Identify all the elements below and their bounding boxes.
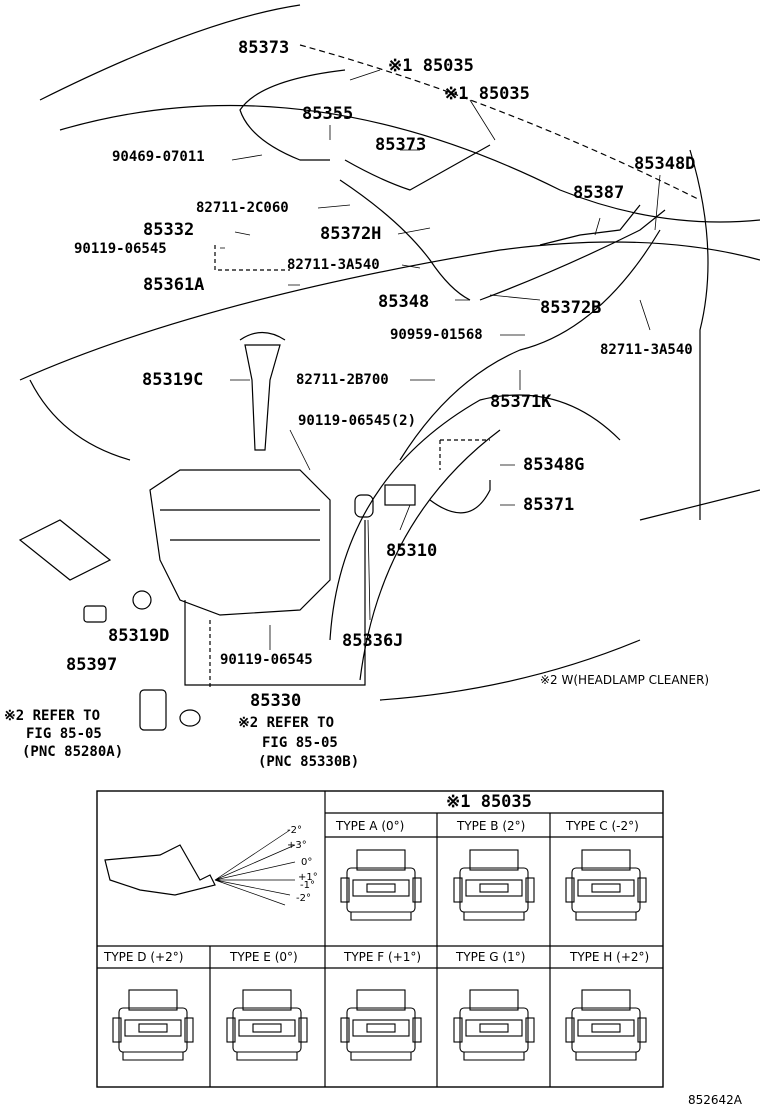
spray-fan [214, 829, 296, 906]
label-85372B: 85372B [540, 298, 602, 318]
wheel-arch-outer [379, 639, 641, 701]
washer-pump [384, 484, 416, 506]
front-line [689, 149, 709, 520]
label-90469-07011: 90469-07011 [112, 149, 205, 165]
grommet [354, 494, 374, 518]
hood-dash-line [299, 44, 701, 201]
filler-neck [244, 344, 281, 451]
label-82711-2C060: 82711-2C060 [196, 200, 289, 216]
nozzle-type-e-icon [226, 989, 308, 1061]
note3-headlamp-cleaner: ※2 W(HEADLAMP CLEANER) [540, 673, 710, 687]
hose-85373-lower [344, 144, 491, 191]
label-85336J: 85336J [342, 631, 404, 651]
pump-85280a [139, 689, 167, 731]
label-85371: 85371 [523, 495, 575, 515]
label-85332: 85332 [143, 220, 195, 240]
fender-line-2 [19, 241, 760, 381]
table-header: ※1 85035 [446, 792, 532, 812]
nozzle-type-a-icon [340, 849, 422, 921]
label-85035-b: ※1 85035 [444, 84, 530, 104]
angle-neg2-bottom: -2° [296, 893, 311, 904]
hose-85387 [539, 204, 641, 246]
angle-pos1: +1° [298, 872, 318, 883]
type-b-label: TYPE B (2°) [457, 819, 526, 833]
type-c-label: TYPE C (-2°) [566, 819, 639, 833]
label-85373-mid: 85373 [375, 135, 427, 155]
washer-tank-inner [160, 509, 320, 541]
label-82711-2B700: 82711-2B700 [296, 372, 389, 388]
footer-code: 852642A [688, 1093, 743, 1107]
nozzle-type-g-icon [453, 989, 535, 1061]
left-body-line [29, 379, 131, 461]
angle-zero: 0° [301, 857, 313, 868]
nozzle-type-c-icon [565, 849, 647, 921]
nozzle-type-d-icon [112, 989, 194, 1061]
nozzle-type-h-icon [565, 989, 647, 1061]
label-85348D: 85348D [634, 154, 696, 174]
label-85355: 85355 [302, 104, 354, 124]
label-85371K: 85371K [490, 392, 552, 412]
label-85372H: 85372H [320, 224, 382, 244]
label-90959-01568: 90959-01568 [390, 327, 483, 343]
wheel-arch [329, 394, 621, 641]
note1-line2: FIG 85-05 [26, 726, 102, 742]
nozzle-sketch [104, 844, 216, 896]
level-sensor [83, 605, 107, 623]
type-e-label: TYPE E (0°) [230, 950, 298, 964]
filler-cap [239, 331, 286, 341]
hose-85373-upper [239, 69, 346, 161]
type-f-label: TYPE F (+1°) [344, 950, 422, 964]
leaders [220, 69, 661, 650]
label-85330: 85330 [250, 691, 302, 711]
hood-outline [39, 4, 301, 101]
label-82711-3A540-b: 82711-3A540 [600, 342, 693, 358]
type-g-label: TYPE G (1°) [456, 950, 526, 964]
hose-85372b [479, 209, 666, 301]
grommet-85319d [132, 590, 152, 610]
nozzle-type-f-icon [340, 989, 422, 1061]
label-85319D: 85319D [108, 626, 170, 646]
grommet-85330b [179, 709, 201, 727]
table-frame [96, 790, 664, 1088]
wheel-arch-inner [359, 429, 501, 681]
label-90119-06545-a: 90119-06545 [74, 241, 167, 257]
type-h-label: TYPE H (+2°) [570, 950, 650, 964]
fender-line [59, 104, 760, 223]
label-82711-3A540-a: 82711-3A540 [287, 257, 380, 273]
label-85310: 85310 [386, 541, 438, 561]
angle-pos3: +3° [287, 840, 307, 851]
label-85319C: 85319C [142, 370, 204, 390]
label-90119-06545-b: 90119-06545 [220, 652, 313, 668]
washer-tank [149, 469, 331, 616]
nozzle-type-b-icon [453, 849, 535, 921]
label-85035-a: ※1 85035 [388, 56, 474, 76]
type-a-label: TYPE A (0°) [336, 819, 405, 833]
note1-line1: ※2 REFER TO [4, 708, 101, 724]
angle-neg1: -1° [300, 880, 315, 891]
hose-85372h [339, 179, 471, 301]
note2-line3: (PNC 85330B) [258, 754, 360, 770]
type-d-label: TYPE D (+2°) [104, 950, 184, 964]
label-85397: 85397 [66, 655, 118, 675]
label-90119-06545-2: 90119-06545(2) [298, 413, 417, 429]
note1-line3: (PNC 85280A) [22, 744, 124, 760]
label-85348: 85348 [378, 292, 430, 312]
note2-line2: FIG 85-05 [262, 735, 338, 751]
leader-85330-bracket [184, 520, 366, 686]
leader-85310 [439, 439, 490, 470]
note2-line1: ※2 REFER TO [238, 715, 335, 731]
label-85373-top: 85373 [238, 38, 290, 58]
angle-neg2-top: -2° [287, 825, 302, 836]
leader-85361a [214, 245, 290, 271]
hose-85371 [429, 480, 491, 514]
label-85361A: 85361A [143, 275, 205, 295]
label-85348G: 85348G [523, 455, 585, 475]
left-lamp [18, 519, 112, 581]
hose-85371k [399, 229, 661, 461]
label-85387: 85387 [573, 183, 625, 203]
